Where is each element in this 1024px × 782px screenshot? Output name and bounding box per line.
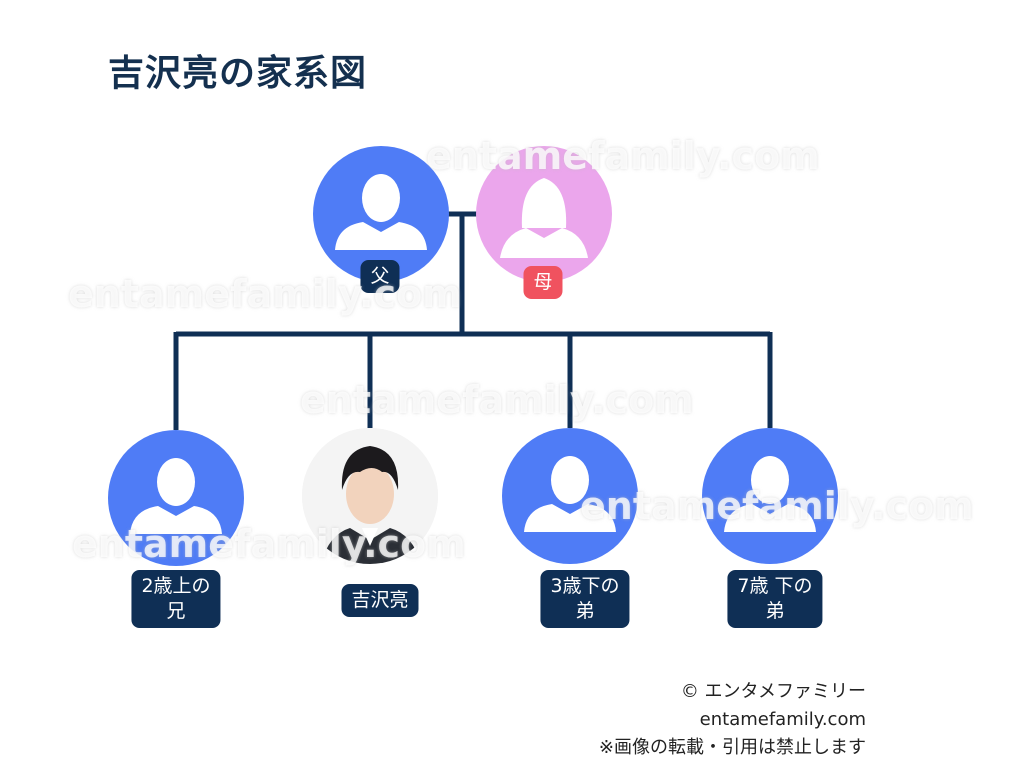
mother-label: 母: [523, 266, 563, 299]
copyright-line: © エンタメファミリー: [680, 681, 866, 702]
self-photo: [302, 428, 438, 564]
page-title: 吉沢亮の家系図: [108, 53, 368, 94]
father-label: 父: [360, 260, 400, 293]
mother-avatar: [476, 146, 612, 282]
male-silhouette-icon: [130, 458, 222, 534]
father-avatar: [313, 146, 449, 282]
site-url: entamefamily.com: [699, 709, 866, 730]
younger-brother-2-label: 7歳 下の 弟: [727, 570, 823, 628]
elder-brother-label: 2歳上の 兄: [131, 570, 221, 628]
self-label: 吉沢亮: [341, 584, 419, 617]
copyright-notice: © エンタメファミリー entamefamily.com ※画像の転載・引用は禁…: [599, 678, 866, 762]
female-silhouette-icon: [500, 178, 588, 258]
person-photo-icon: [302, 428, 438, 564]
male-silhouette-icon: [524, 456, 616, 532]
younger-brother-2-avatar: [702, 428, 838, 564]
younger-brother-1-label: 3歳下の 弟: [540, 570, 630, 628]
younger-brother-1-avatar: [502, 428, 638, 564]
reprint-notice: ※画像の転載・引用は禁止します: [598, 737, 866, 758]
elder-brother-avatar: [108, 430, 244, 566]
male-silhouette-icon: [724, 456, 816, 532]
male-silhouette-icon: [335, 174, 427, 250]
